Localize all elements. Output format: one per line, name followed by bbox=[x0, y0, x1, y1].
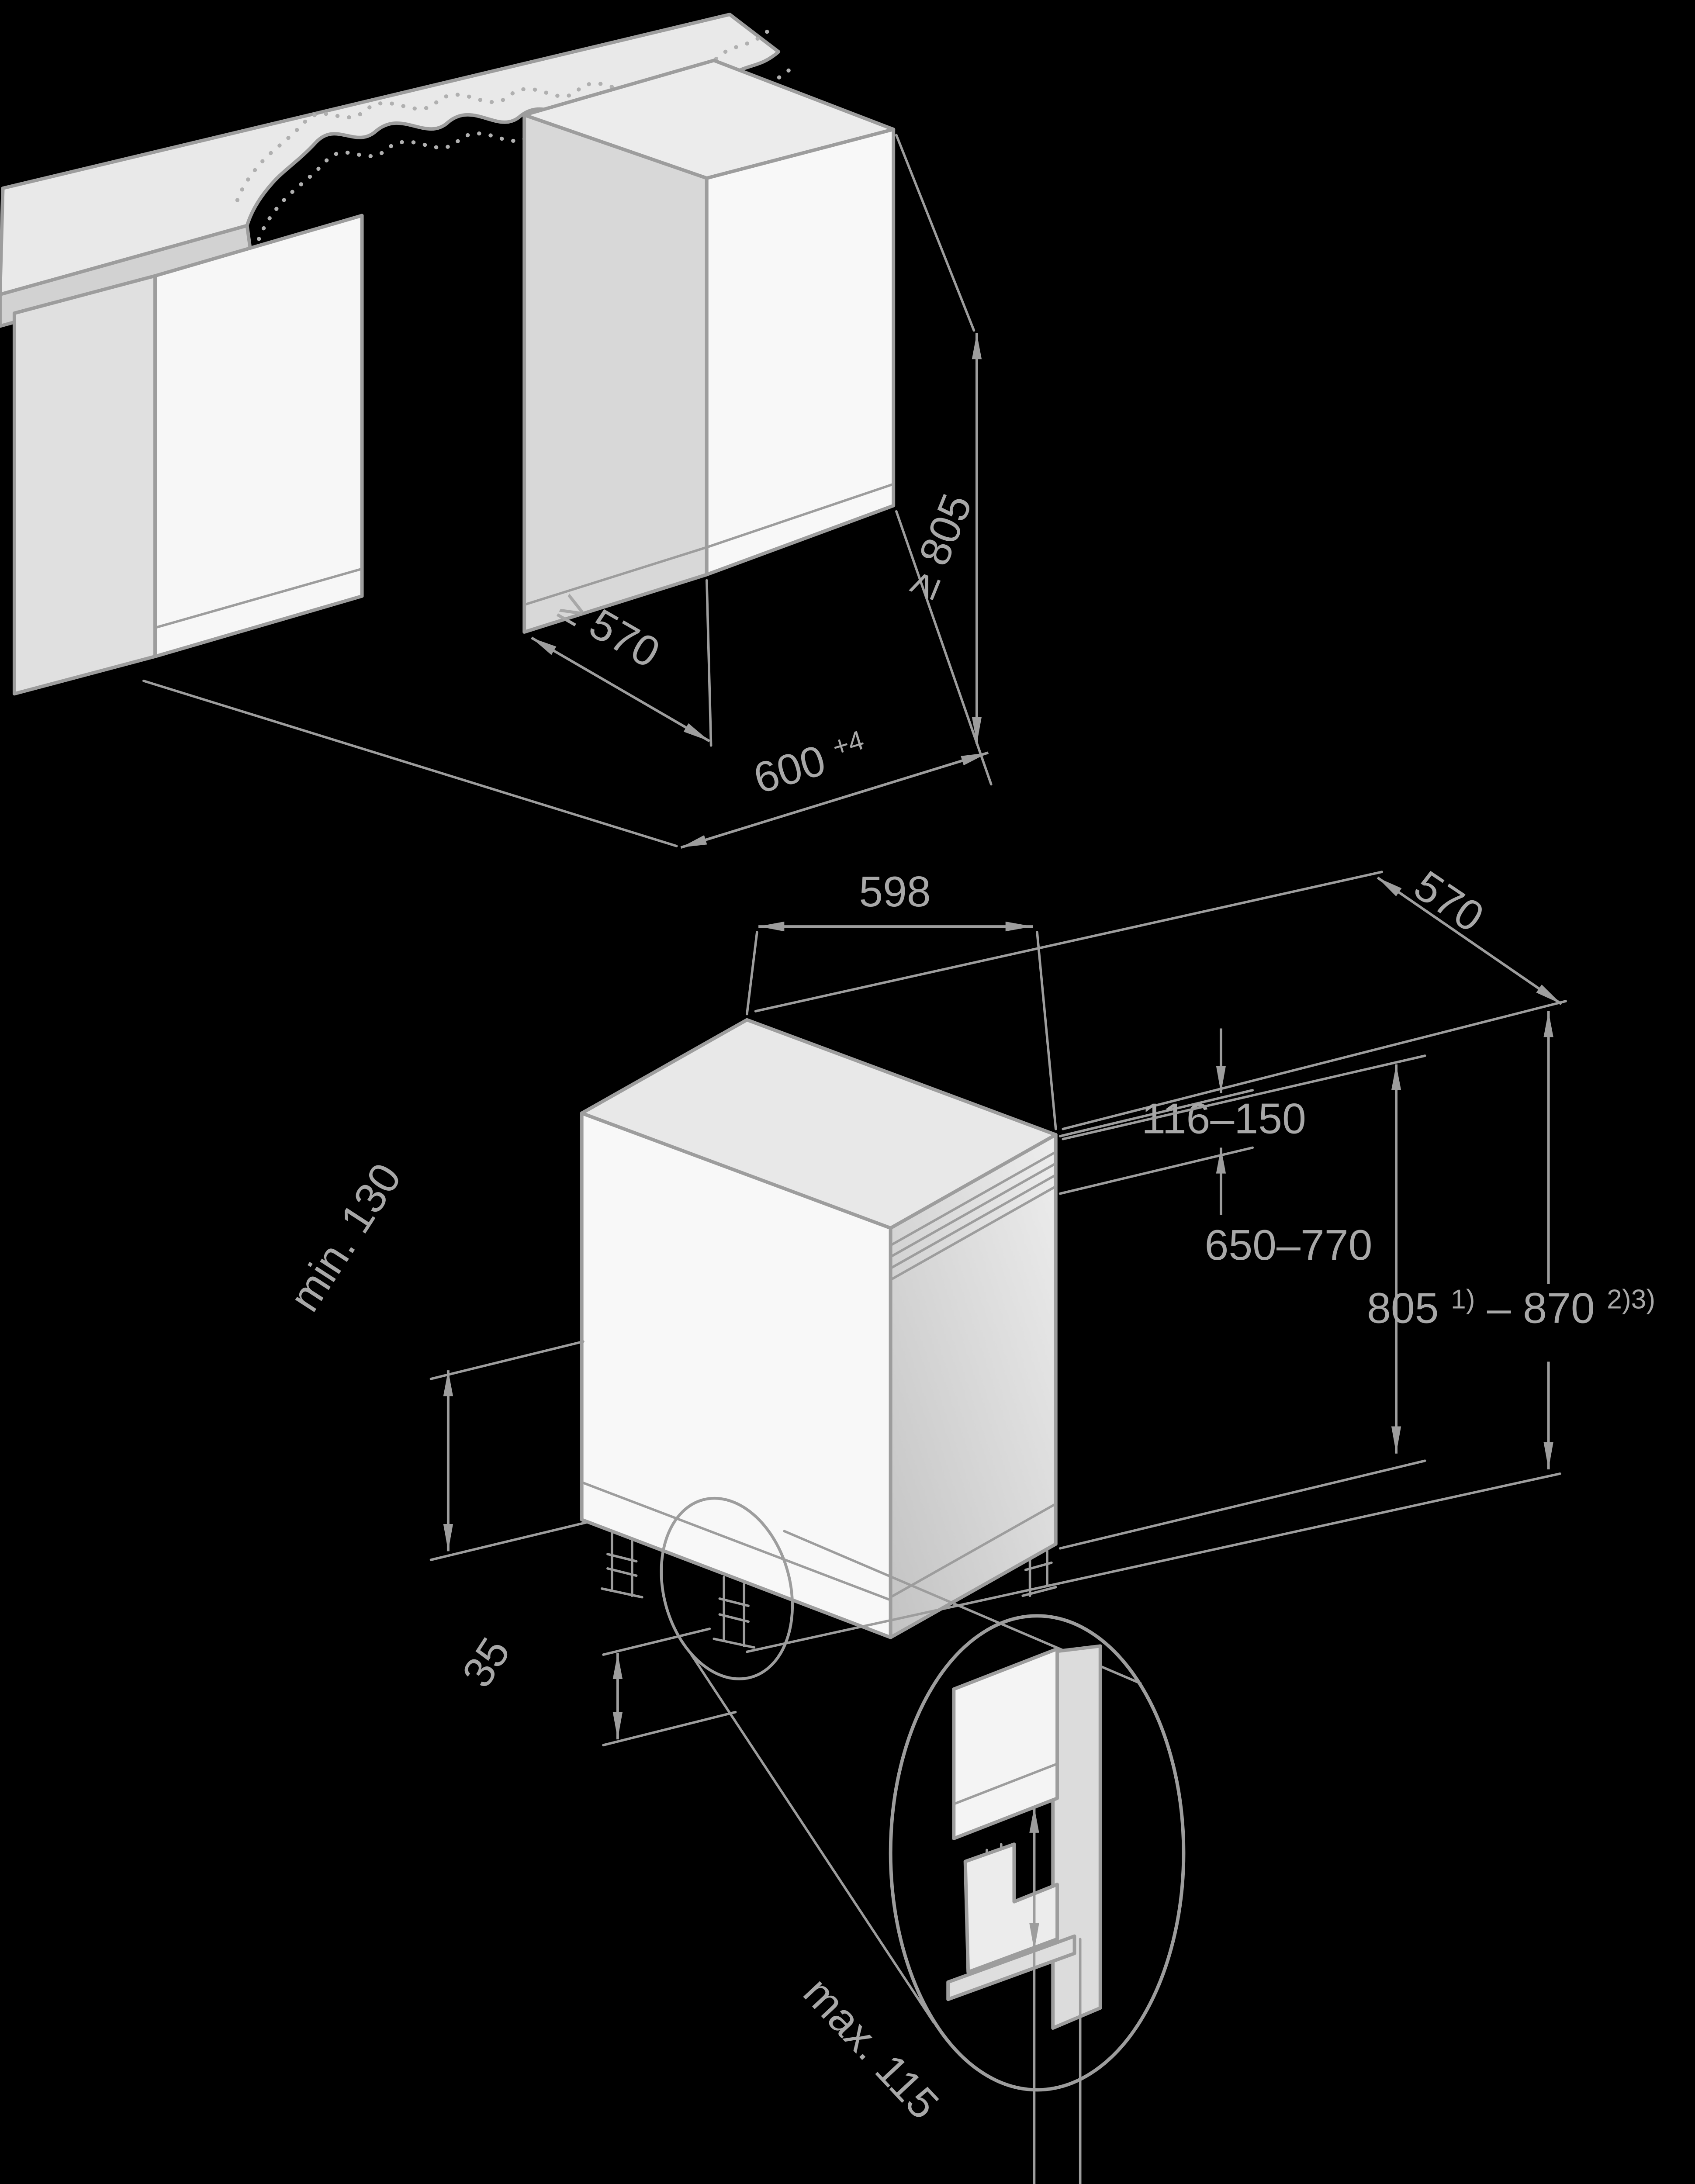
foot-detail-circle bbox=[889, 1614, 1186, 2092]
adjustable-foot-middle bbox=[713, 1576, 756, 1649]
foot-callout-source-circle bbox=[660, 1496, 794, 1680]
foot-detail-drawing bbox=[946, 1644, 1102, 2030]
side-base-line bbox=[580, 1481, 892, 1601]
niche-width-label: 600 +4 bbox=[748, 723, 872, 802]
width-extension-right bbox=[1036, 931, 1057, 1130]
foot-door-side-lines bbox=[1021, 1548, 1057, 1597]
base-offset-extension-bottom bbox=[602, 1711, 737, 1747]
depth-dimension-line bbox=[1377, 876, 1562, 1006]
plinth-extension-bottom bbox=[429, 1521, 588, 1561]
foot-front-lines bbox=[600, 1533, 643, 1599]
adjustable-foot-front bbox=[600, 1533, 643, 1599]
panel-extension-bottom bbox=[1059, 1146, 1254, 1195]
total-height-min-note: 1) bbox=[1451, 1284, 1475, 1315]
total-height-label: 805 1) – 870 2)3) bbox=[1367, 1270, 1655, 1332]
total-height-separator: – bbox=[1487, 1284, 1511, 1332]
control-panel-line-4 bbox=[889, 1185, 1057, 1281]
foot-middle-lines bbox=[713, 1576, 756, 1649]
appliance-diagram: 598 570 116–150 650–770 805 1) – 870 2)3… bbox=[280, 861, 1655, 2184]
control-panel-line-3 bbox=[889, 1174, 1057, 1270]
tall-cabinet-front-face bbox=[705, 128, 896, 577]
niche-width-tolerance: +4 bbox=[829, 725, 868, 763]
total-height-min: 805 bbox=[1367, 1284, 1439, 1332]
callout-projection-line-bottom bbox=[688, 1650, 935, 2024]
total-height-max-note: 2)3) bbox=[1607, 1284, 1655, 1315]
depth-extension-front bbox=[1062, 1000, 1567, 1130]
width-extension-left bbox=[746, 931, 758, 1016]
left-cabinet bbox=[12, 214, 364, 696]
base-offset-extension-top bbox=[602, 1628, 711, 1656]
dishwasher-door-face bbox=[889, 1133, 1058, 1639]
left-cabinet-side-face bbox=[12, 274, 157, 696]
control-panel-line-2 bbox=[889, 1162, 1057, 1258]
detail-panel-strip bbox=[1051, 1644, 1102, 2030]
control-panel-line-1 bbox=[889, 1151, 1057, 1247]
width-label: 598 bbox=[859, 867, 931, 916]
body-height-extension-bottom bbox=[1059, 1459, 1426, 1550]
detail-foot-base-plate bbox=[946, 1934, 1076, 2001]
niche-height-extension-top bbox=[895, 134, 975, 332]
detail-base-inner-line bbox=[952, 1762, 1059, 1805]
panel-extension-top bbox=[1059, 1089, 1254, 1137]
tall-cabinet-niche-side-face bbox=[522, 113, 709, 634]
tall-cabinet bbox=[522, 59, 896, 634]
tall-cabinet-plinth-line-front bbox=[705, 483, 895, 549]
plinth-extension-top bbox=[429, 1340, 585, 1380]
niche-depth-extension bbox=[705, 579, 713, 747]
plinth-clearance-label: min. 130 bbox=[280, 1155, 410, 1320]
adjustable-foot-door-side bbox=[1021, 1548, 1057, 1597]
body-height-label: 650–770 bbox=[1204, 1221, 1372, 1269]
detail-appliance-base bbox=[952, 1647, 1059, 1840]
depth-extension-back bbox=[754, 871, 1383, 1013]
tall-cabinet-plinth-line-side bbox=[523, 546, 708, 606]
body-height-extension-top bbox=[1062, 1054, 1426, 1140]
total-height-max: 870 bbox=[1523, 1284, 1595, 1332]
left-cabinet-plinth-line bbox=[154, 567, 363, 629]
niche-width-dimension-line bbox=[680, 751, 989, 849]
niche-diagram: ≥ 805 ≥ 570 600 +4 bbox=[0, 13, 993, 849]
dishwasher-body bbox=[580, 1018, 1058, 1649]
depth-label: 570 bbox=[1406, 861, 1492, 941]
niche-width-value: 600 bbox=[748, 736, 831, 802]
niche-width-extension-left bbox=[142, 679, 678, 847]
total-height-extension-bottom bbox=[746, 1472, 1561, 1653]
base-offset-label: 35 bbox=[453, 1629, 519, 1696]
left-cabinet-front-face bbox=[153, 214, 364, 658]
niche-depth-dimension-line bbox=[531, 636, 710, 743]
door-bottom-line bbox=[889, 1503, 1057, 1599]
foot-extension-label: max. 115 bbox=[794, 1968, 948, 2128]
